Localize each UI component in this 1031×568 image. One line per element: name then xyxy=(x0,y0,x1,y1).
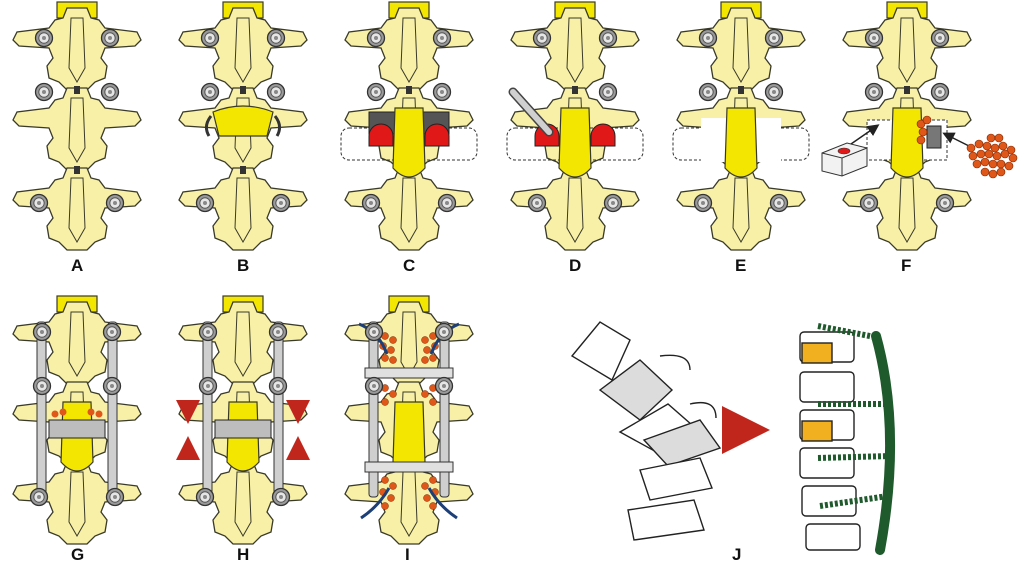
screw-icon xyxy=(197,195,214,212)
screw-icon xyxy=(107,489,124,506)
screw-icon xyxy=(368,84,385,101)
screw-icon xyxy=(104,324,121,341)
rod-left xyxy=(37,322,46,497)
screw-icon xyxy=(766,84,783,101)
screw-icon xyxy=(366,378,383,395)
screw-icon xyxy=(268,30,285,47)
screw-icon xyxy=(766,30,783,47)
screw-icon xyxy=(270,378,287,395)
panel-label-H: H xyxy=(237,545,249,564)
screw-icon xyxy=(861,195,878,212)
panel-I xyxy=(345,296,473,544)
screw-icon xyxy=(273,489,290,506)
screw-icon xyxy=(104,378,121,395)
panel-label-D: D xyxy=(569,256,581,275)
screw-icon xyxy=(31,489,48,506)
screw-icon xyxy=(102,30,119,47)
screw-icon xyxy=(268,84,285,101)
screw-icon xyxy=(363,195,380,212)
panel-D xyxy=(507,2,643,250)
screw-icon xyxy=(534,30,551,47)
lamina-highlight xyxy=(213,106,273,136)
screw-icon xyxy=(102,84,119,101)
panel-C xyxy=(341,2,477,250)
kyphotic-spine-sketch xyxy=(572,322,720,540)
screw-icon xyxy=(600,30,617,47)
screw-icon xyxy=(436,324,453,341)
screw-icon xyxy=(202,84,219,101)
panel-B xyxy=(179,2,307,250)
screw-icon xyxy=(439,195,456,212)
fixation-plate xyxy=(876,336,890,550)
cage-block-icon xyxy=(822,143,867,176)
panel-label-E: E xyxy=(735,256,746,275)
screw-icon xyxy=(197,489,214,506)
screw-icon xyxy=(34,324,51,341)
panel-label-A: A xyxy=(71,256,83,275)
screw-icon xyxy=(529,195,546,212)
screw-icon xyxy=(36,30,53,47)
red-tissue xyxy=(425,124,449,146)
screw-icon xyxy=(34,378,51,395)
panel-label-F: F xyxy=(901,256,911,275)
panel-label-G: G xyxy=(71,545,84,564)
screw-icon xyxy=(434,84,451,101)
spine-column-A xyxy=(13,2,141,250)
screw-icon xyxy=(36,84,53,101)
screw-icon xyxy=(200,378,217,395)
screw-icon xyxy=(368,30,385,47)
panel-label-B: B xyxy=(237,256,249,275)
screw-icon xyxy=(771,195,788,212)
screw-icon xyxy=(937,195,954,212)
panel-E xyxy=(673,2,809,250)
panel-A xyxy=(13,2,141,250)
panel-G xyxy=(13,296,141,544)
screw-icon xyxy=(866,84,883,101)
screw-icon xyxy=(700,30,717,47)
cage-orange xyxy=(802,343,832,363)
cage-orange xyxy=(802,421,832,441)
screw-icon xyxy=(202,30,219,47)
screw-icon xyxy=(107,195,124,212)
rod-right xyxy=(108,322,117,497)
screw-icon xyxy=(605,195,622,212)
screw-icon xyxy=(600,84,617,101)
panel-label-I: I xyxy=(405,545,410,564)
cross-link xyxy=(365,368,453,378)
screw-icon xyxy=(273,195,290,212)
corrected-spine-sketch xyxy=(800,332,860,550)
screw-icon xyxy=(270,324,287,341)
panel-J xyxy=(572,322,890,550)
panel-F xyxy=(822,2,1017,250)
screw-icon xyxy=(436,378,453,395)
screw-icon xyxy=(200,324,217,341)
screw-icon xyxy=(31,195,48,212)
screw-icon xyxy=(695,195,712,212)
screw-icon xyxy=(932,30,949,47)
screw-icon xyxy=(932,84,949,101)
red-tissue xyxy=(369,124,393,146)
screw-icon xyxy=(700,84,717,101)
panel-label-C: C xyxy=(403,256,415,275)
screw-icon xyxy=(434,30,451,47)
graft-chips-cluster xyxy=(967,134,1017,178)
cross-link xyxy=(365,462,453,472)
screw-icon xyxy=(366,324,383,341)
panel-H xyxy=(179,296,307,544)
screw-icon xyxy=(866,30,883,47)
dura-exposed xyxy=(393,108,425,177)
panel-label-J: J xyxy=(732,545,741,564)
